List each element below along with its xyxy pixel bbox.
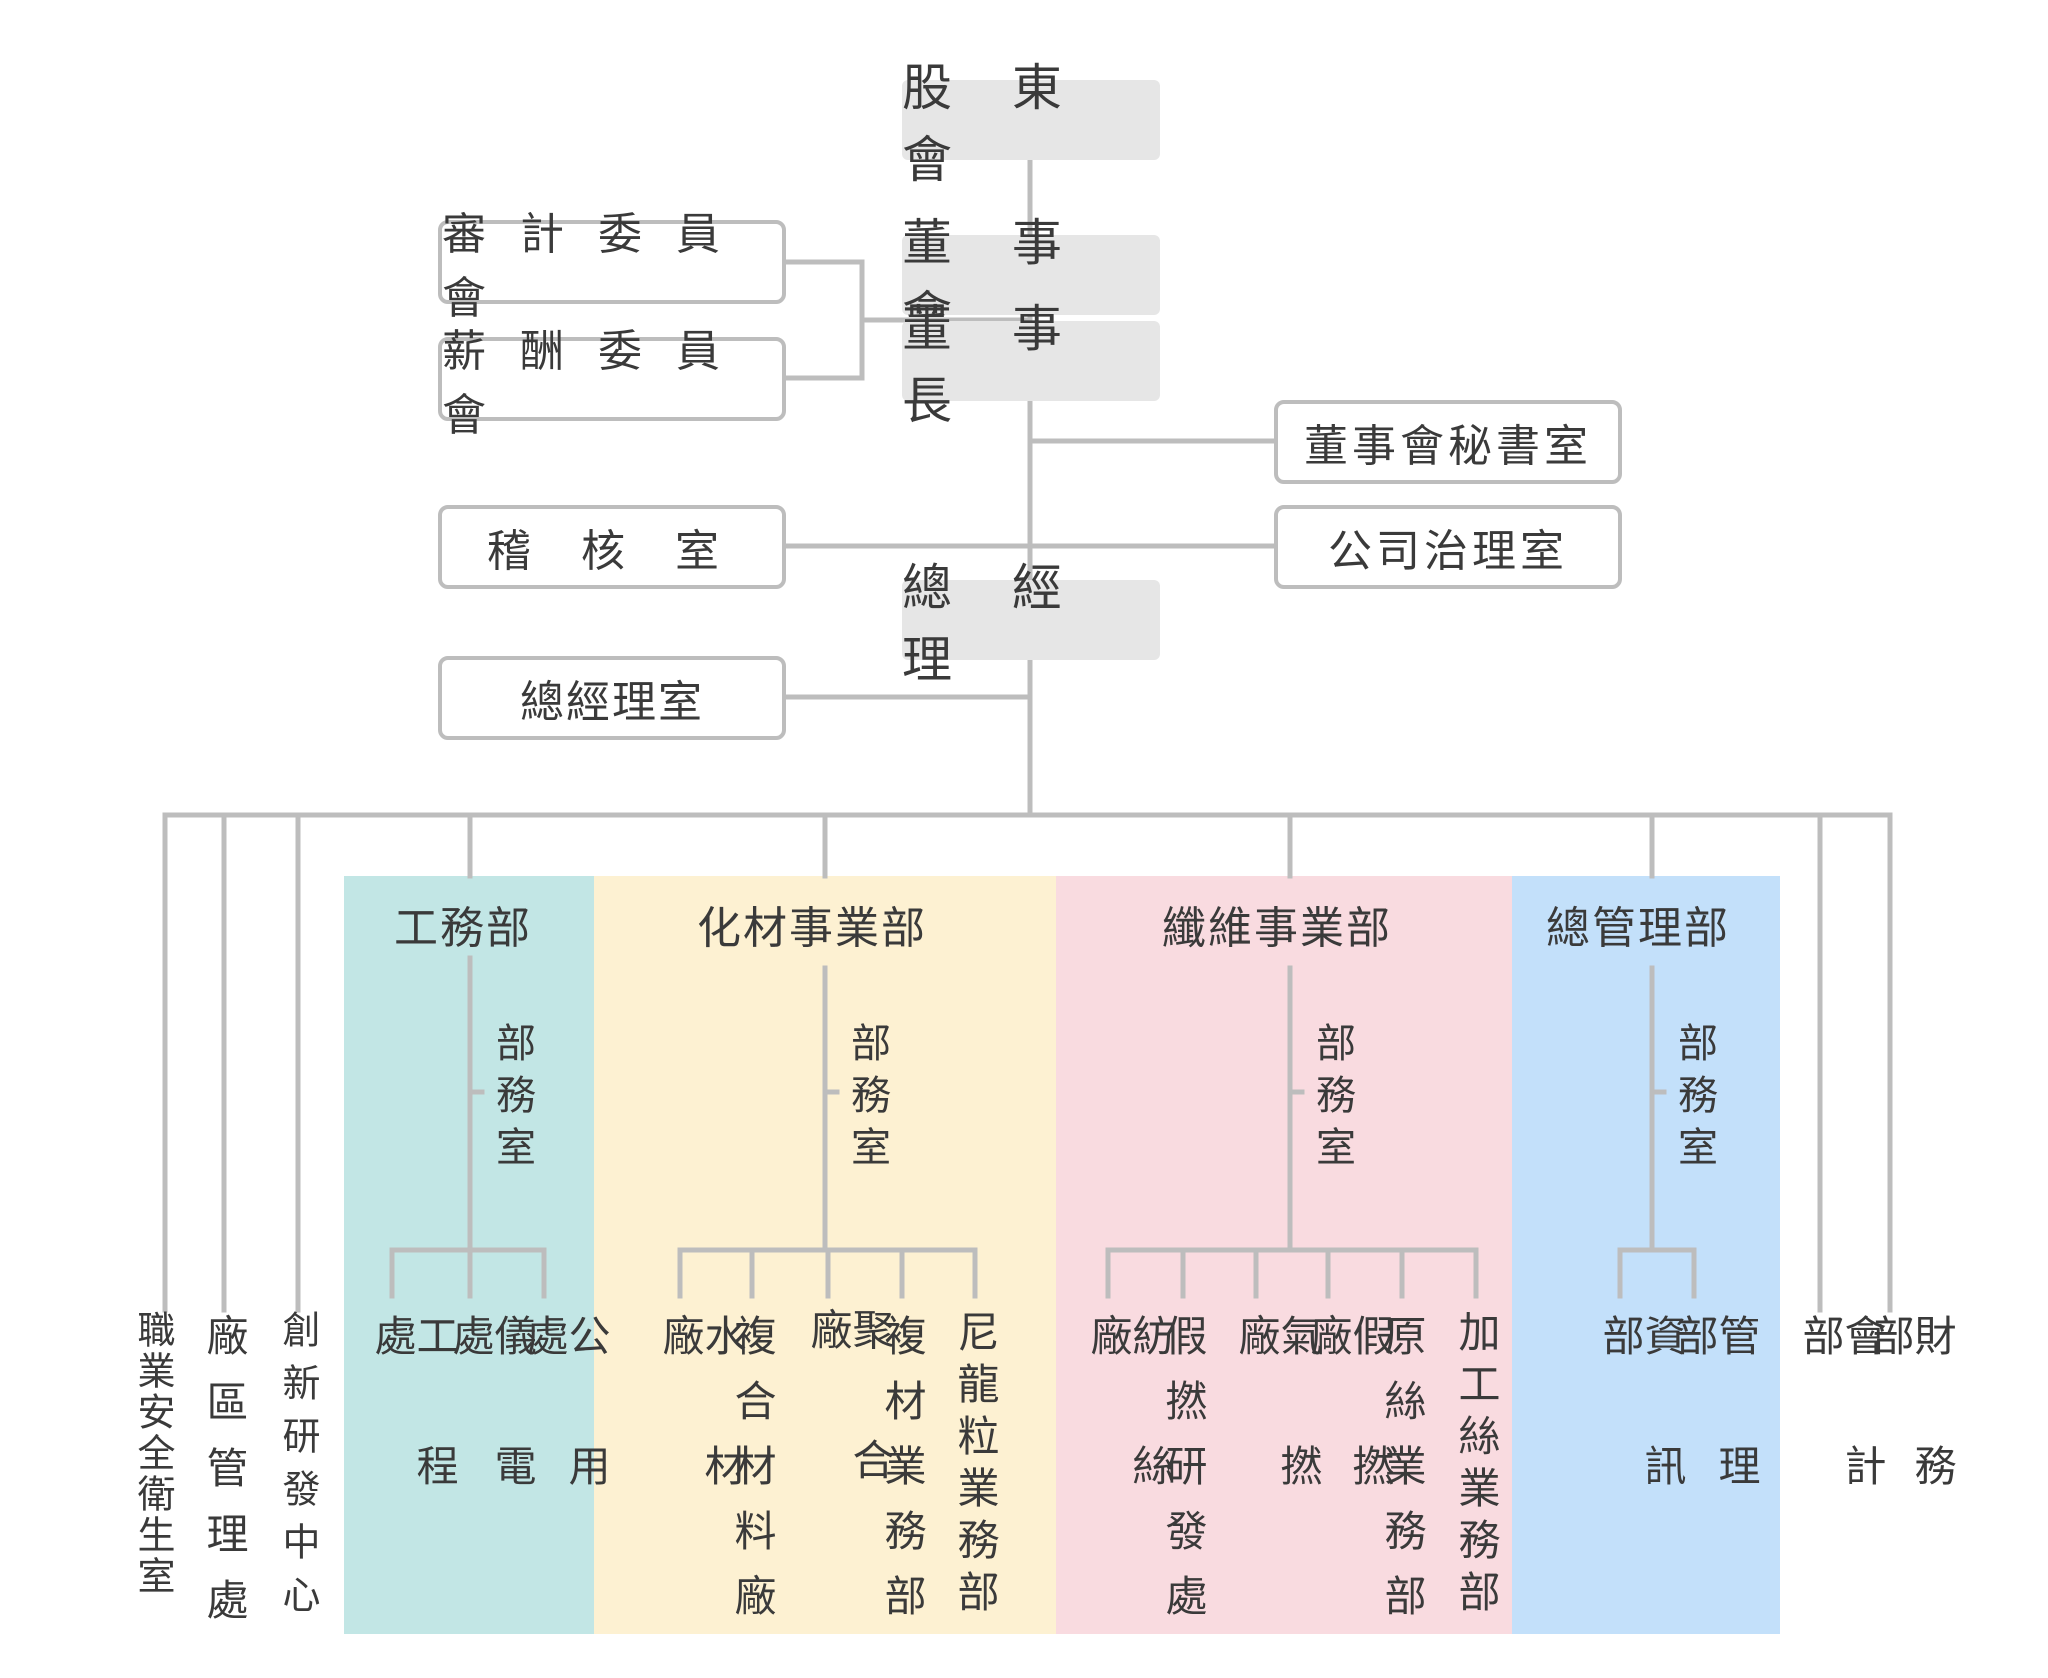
remuneration-committee-box: 薪 酬 委 員 會 (438, 326, 786, 441)
chemical-unit: 複合材料廠 (728, 1314, 777, 1639)
fiber-unit: 假撚研發處 (1159, 1314, 1208, 1639)
left-unit: 職業安全衛生室 (131, 1310, 175, 1597)
corporate-governance-box: 公司治理室 (1274, 505, 1622, 589)
fiber-unit: 氣撚廠 (1232, 1314, 1323, 1574)
president-office-box: 總經理室 (438, 656, 786, 740)
chemical-unit: 尼龍粒業務部 (951, 1310, 1000, 1622)
engineering-unit: 公用處 (520, 1314, 611, 1574)
engineering-unit: 工程處 (368, 1314, 459, 1574)
admin-panel (1512, 876, 1780, 1634)
chemical-office: 部務室 (844, 1022, 890, 1178)
admin-office: 部務室 (1671, 1022, 1717, 1178)
chairman-box: 董 事 長 (902, 300, 1160, 430)
internal-audit-box: 稽 核 室 (438, 505, 786, 589)
chemical-title: 化材事業部 (697, 903, 927, 954)
fiber-unit: 加工絲業務部 (1452, 1310, 1501, 1622)
left-unit: 創新研發中心 (276, 1310, 320, 1628)
engineering-title: 工務部 (394, 903, 532, 954)
right-unit: 會計部 (1796, 1314, 1887, 1574)
fiber-unit: 紡絲廠 (1084, 1314, 1175, 1574)
board-box: 董 事 會 (902, 214, 1160, 344)
chemical-unit: 聚合廠 (804, 1308, 895, 1568)
left-unit: 廠區管理處 (200, 1314, 249, 1644)
admin-title: 總管理部 (1546, 903, 1730, 954)
president-box: 總 經 理 (902, 559, 1160, 689)
fiber-title: 纖維事業部 (1162, 903, 1392, 954)
admin-unit: 資訊部 (1596, 1314, 1687, 1574)
board-secretariat-box: 董事會秘書室 (1274, 400, 1622, 484)
engineering-office: 部務室 (489, 1022, 535, 1178)
fiber-office: 部務室 (1309, 1022, 1355, 1178)
chemical-unit: 複材業務部 (878, 1314, 927, 1639)
fiber-unit: 原絲業務部 (1378, 1314, 1427, 1639)
fiber-unit: 假撚廠 (1304, 1314, 1395, 1574)
admin-unit: 管理部 (1670, 1314, 1761, 1574)
fiber-panel (1056, 876, 1512, 1634)
shareholders-box: 股 東 會 (902, 59, 1160, 189)
chemical-unit: 水材廠 (656, 1314, 747, 1574)
right-unit: 財務部 (1866, 1314, 1957, 1574)
audit-committee-box: 審 計 委 員 會 (438, 209, 786, 324)
engineering-unit: 儀電處 (446, 1314, 537, 1574)
